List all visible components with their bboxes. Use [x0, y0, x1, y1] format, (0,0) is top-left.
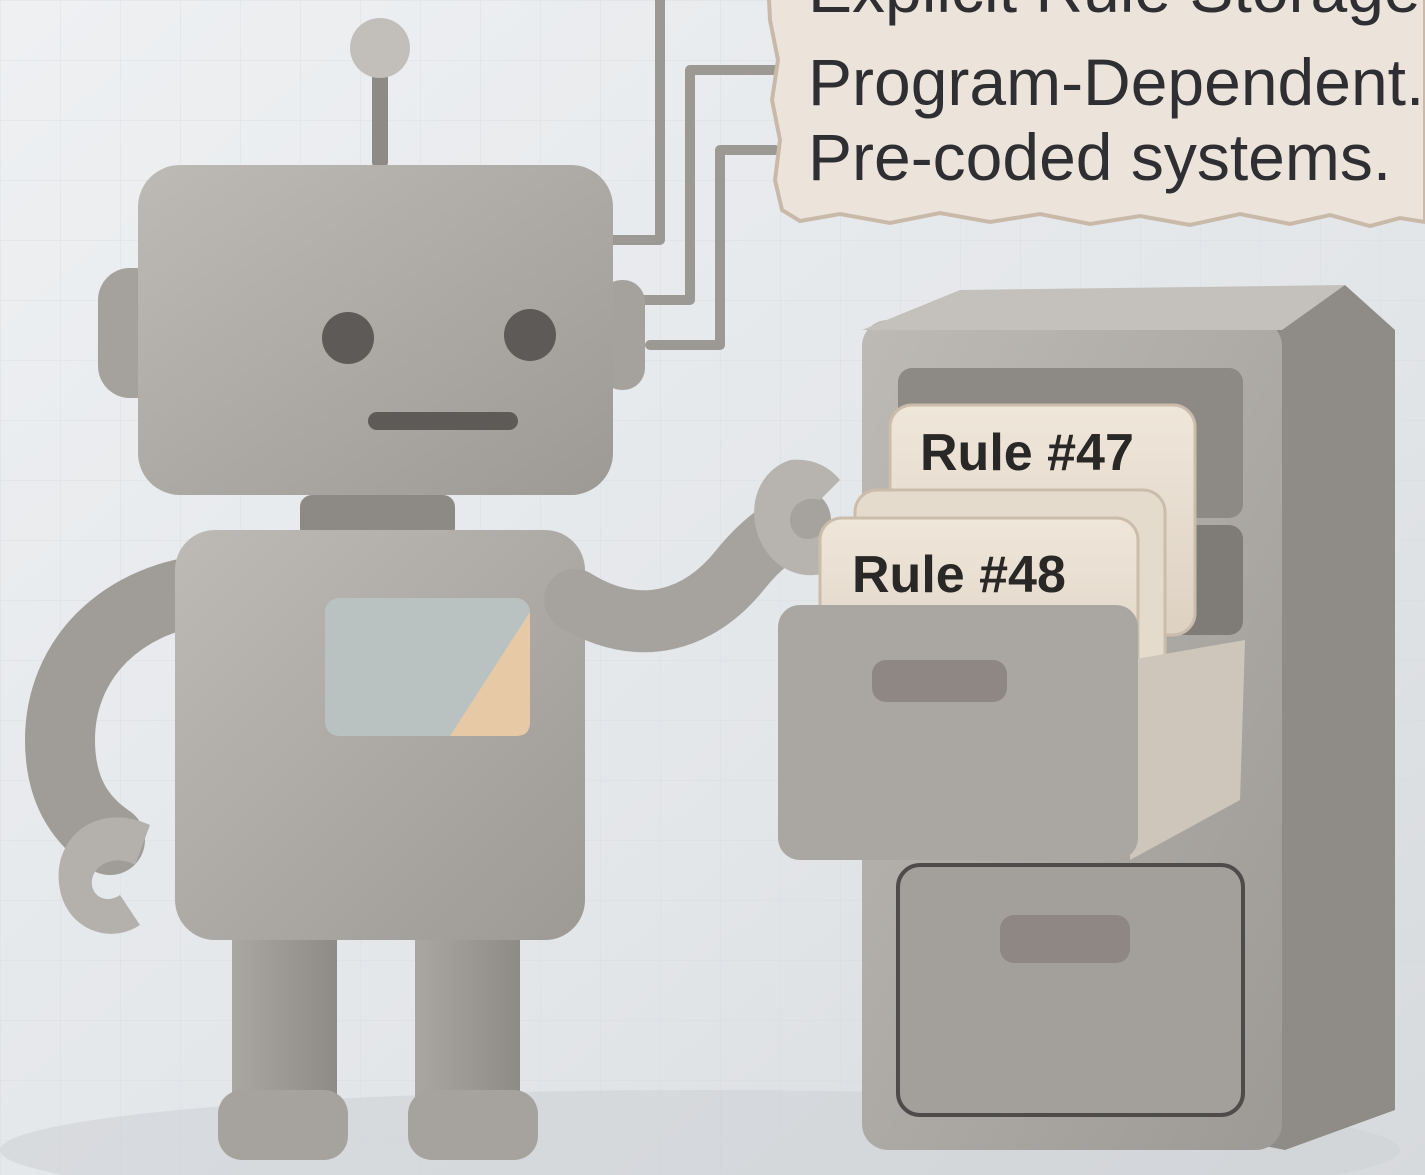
cabinet-bottom-drawer	[896, 863, 1245, 1117]
robot-chest-panel-accent	[450, 612, 530, 736]
bottom-drawer-handle	[1000, 915, 1130, 963]
robot-mouth	[368, 412, 518, 430]
rule-card-front-label: Rule #48	[852, 546, 1066, 604]
robot-antenna-stem	[372, 70, 388, 170]
robot-right-leg	[415, 900, 520, 1135]
open-drawer-side	[1130, 640, 1245, 860]
cabinet-top	[862, 285, 1345, 330]
caption-line-3: Pre-coded systems.	[808, 120, 1391, 194]
robot-left-leg	[232, 900, 337, 1135]
robot-left-foot	[218, 1090, 348, 1160]
caption-line-1: Explicit Rule Storage.	[808, 0, 1425, 26]
rule-card-back-label: Rule #47	[920, 424, 1134, 482]
robot-left-eye	[322, 312, 374, 364]
robot-right-foot	[408, 1090, 538, 1160]
open-drawer-front	[778, 605, 1138, 860]
robot-neck	[300, 495, 455, 540]
caption-note: Explicit Rule Storage. Program-Dependent…	[766, 0, 1425, 229]
robot	[24, 18, 840, 1160]
connector-wires	[607, 0, 780, 350]
robot-left-arm	[24, 555, 240, 875]
robot-left-claw	[58, 817, 150, 934]
filing-cabinet: Rule #47 Rule #48	[778, 285, 1395, 1150]
robot-antenna-ball	[350, 18, 410, 78]
caption-line-2: Program-Dependent.	[808, 45, 1424, 119]
open-drawer-handle	[872, 660, 1007, 702]
robot-right-eye	[504, 309, 556, 361]
